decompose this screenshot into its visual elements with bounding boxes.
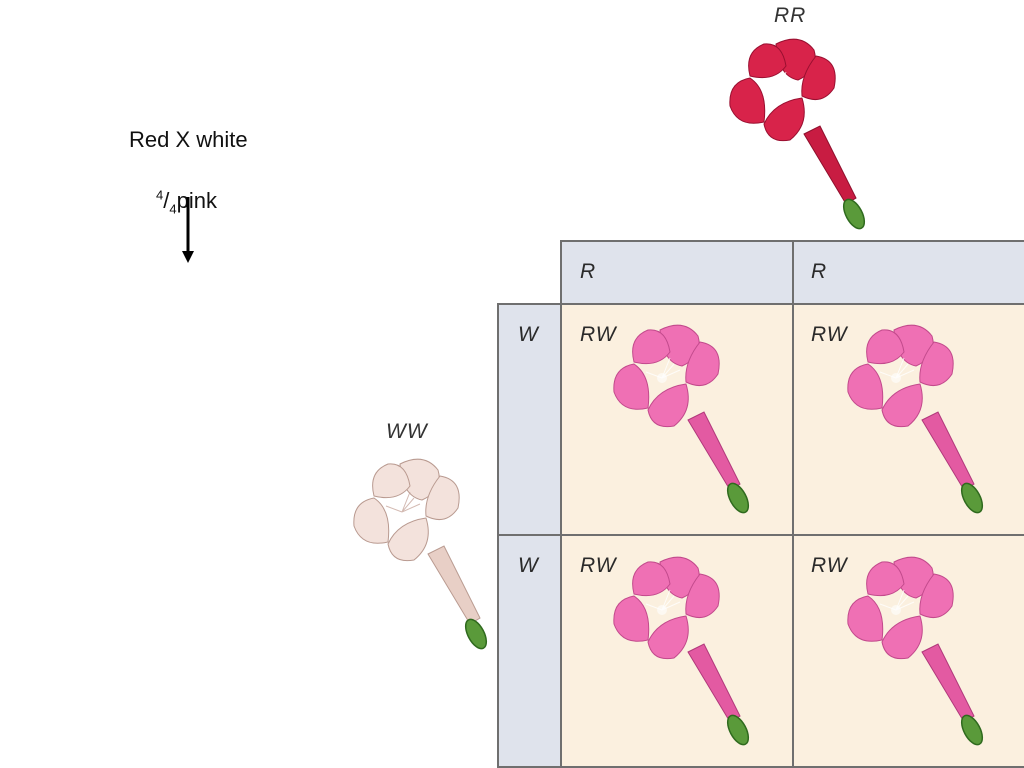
grid-line <box>498 766 1024 768</box>
grid-line <box>560 240 562 768</box>
parent-top-genotype: RR <box>774 4 807 27</box>
row-allele-2: W <box>518 554 538 577</box>
ratio-numerator: 4 <box>156 187 164 203</box>
offspring-genotype: RW <box>580 323 617 346</box>
grid-line <box>792 240 794 768</box>
down-arrow-icon <box>182 197 194 263</box>
row-header-band <box>498 304 561 768</box>
grid-line <box>497 303 499 768</box>
column-allele-1: R <box>580 260 596 283</box>
parent-left-genotype: WW <box>386 420 428 443</box>
offspring-ratio-label: 4/4pink <box>156 187 217 217</box>
ratio-denominator: 4 <box>169 201 177 217</box>
ratio-phenotype: pink <box>176 188 217 213</box>
offspring-genotype: RW <box>811 554 848 577</box>
offspring-genotype: RW <box>580 554 617 577</box>
grid-line <box>498 303 1024 305</box>
pink-flower-image <box>613 556 750 746</box>
white-flower-image <box>353 458 488 650</box>
pink-flower-image <box>613 324 750 514</box>
grid-line <box>498 534 1024 536</box>
cross-title: Red X white <box>129 127 248 152</box>
column-allele-2: R <box>811 260 827 283</box>
offspring-genotype: RW <box>811 323 848 346</box>
pink-flower-image <box>847 556 984 746</box>
red-flower-image <box>729 38 866 230</box>
pink-flower-image <box>847 324 984 514</box>
row-allele-1: W <box>518 323 538 346</box>
